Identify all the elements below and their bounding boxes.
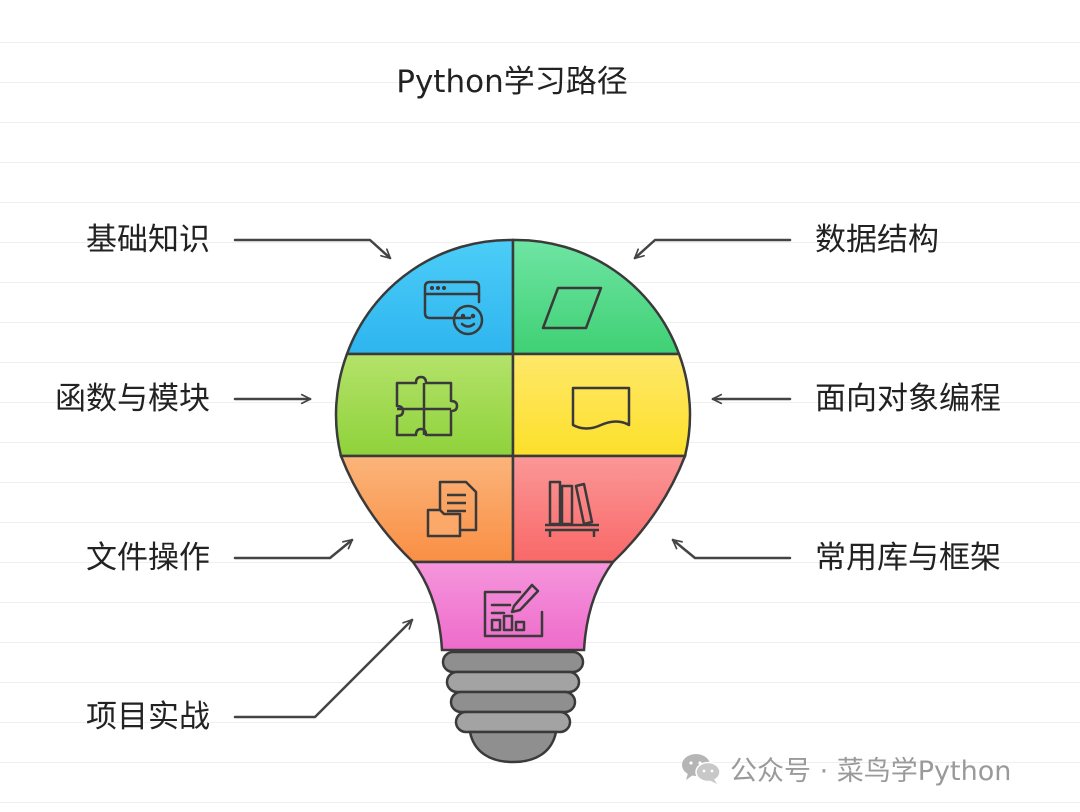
segment-file-ops xyxy=(339,454,515,564)
wechat-icon xyxy=(682,754,721,784)
bulb-base xyxy=(441,650,585,764)
segment-data-structures xyxy=(511,238,681,356)
browser-window-icon xyxy=(423,280,484,336)
connector-arrows xyxy=(233,238,792,719)
arrow-file-ops xyxy=(233,538,354,560)
edit-board-icon xyxy=(483,583,544,638)
files-icon xyxy=(426,480,478,538)
label-projects: 项目实战 xyxy=(86,699,210,735)
arrow-projects xyxy=(233,618,414,719)
label-basics: 基础知识 xyxy=(86,222,210,258)
label-libs-frameworks: 常用库与框架 xyxy=(815,540,1001,576)
watermark-text: 公众号 · 菜鸟学Python xyxy=(730,755,1012,787)
arrow-basics xyxy=(233,238,392,260)
label-functions-modules: 函数与模块 xyxy=(55,381,210,417)
puzzle-icon xyxy=(395,375,459,437)
label-file-ops: 文件操作 xyxy=(86,540,210,576)
arrow-data-structures xyxy=(633,238,792,260)
label-data-structures: 数据结构 xyxy=(815,222,939,258)
arrow-libs-frameworks xyxy=(671,538,792,560)
segment-libs-frameworks xyxy=(511,454,687,564)
document-wave-icon xyxy=(571,386,631,430)
watermark: 公众号 · 菜鸟学Python xyxy=(680,748,1011,788)
segment-oop xyxy=(511,352,692,458)
label-oop: 面向对象编程 xyxy=(815,381,1001,417)
segment-basics xyxy=(345,238,515,356)
bookshelf-icon xyxy=(545,480,599,537)
diagram-title: Python学习路径 xyxy=(396,64,628,100)
parallelogram-icon xyxy=(541,286,603,330)
